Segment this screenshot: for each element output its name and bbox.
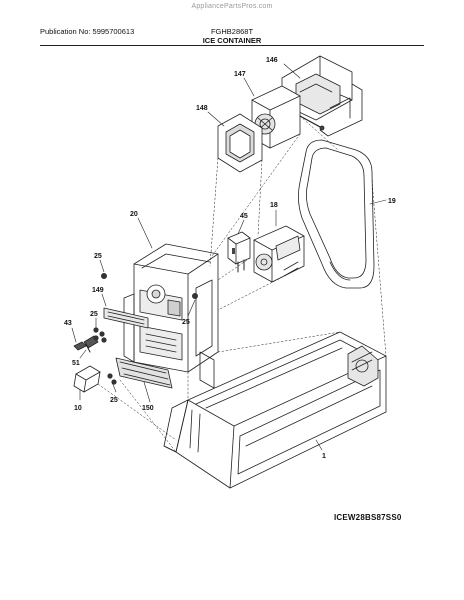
diagram-code: ICEW28BS87SS0 — [334, 513, 402, 522]
alignment-lines — [97, 115, 387, 453]
callout-149: 149 — [92, 287, 104, 294]
part-1-ice-bucket[interactable] — [163, 331, 387, 489]
callout-19: 19 — [388, 198, 396, 205]
part-45-switch[interactable] — [227, 231, 251, 273]
callout-147: 147 — [234, 71, 246, 78]
callout-20: 20 — [130, 211, 138, 218]
callout-150: 150 — [142, 405, 154, 412]
header-divider — [40, 45, 424, 46]
callout-25-bottom: 25 — [110, 397, 118, 404]
callout-45: 45 — [240, 213, 248, 220]
callout-labels: 146 147 148 45 18 19 20 25 25 25 25 149 … — [64, 57, 396, 460]
part-150-trim[interactable] — [115, 357, 173, 389]
part-149-plate[interactable] — [103, 307, 149, 329]
callout-25-left: 25 — [90, 311, 98, 318]
callout-25-top: 25 — [94, 253, 102, 260]
part-10-bracket[interactable] — [73, 365, 101, 393]
part-19-gasket[interactable] — [298, 139, 375, 289]
publication-number: Publication No: 5995700613 — [40, 27, 135, 36]
callout-25-right: 25 — [182, 319, 190, 326]
part-25-screws[interactable] — [93, 273, 198, 385]
callout-10: 10 — [74, 405, 82, 412]
callout-148: 148 — [196, 105, 208, 112]
leader-lines — [71, 63, 387, 451]
model-number: FGHB2868T — [210, 27, 254, 36]
callout-18: 18 — [270, 202, 278, 209]
callout-1: 1 — [322, 453, 326, 460]
callout-43: 43 — [64, 320, 72, 327]
callout-146: 146 — [266, 57, 278, 64]
watermark: AppliancePartsPros.com — [191, 3, 273, 10]
part-148-gasket-frame[interactable] — [217, 113, 263, 173]
callout-51: 51 — [72, 360, 80, 367]
part-18-motor-assembly[interactable] — [253, 225, 305, 283]
part-43-clip[interactable] — [73, 341, 87, 351]
section-title: ICE CONTAINER — [202, 36, 262, 45]
